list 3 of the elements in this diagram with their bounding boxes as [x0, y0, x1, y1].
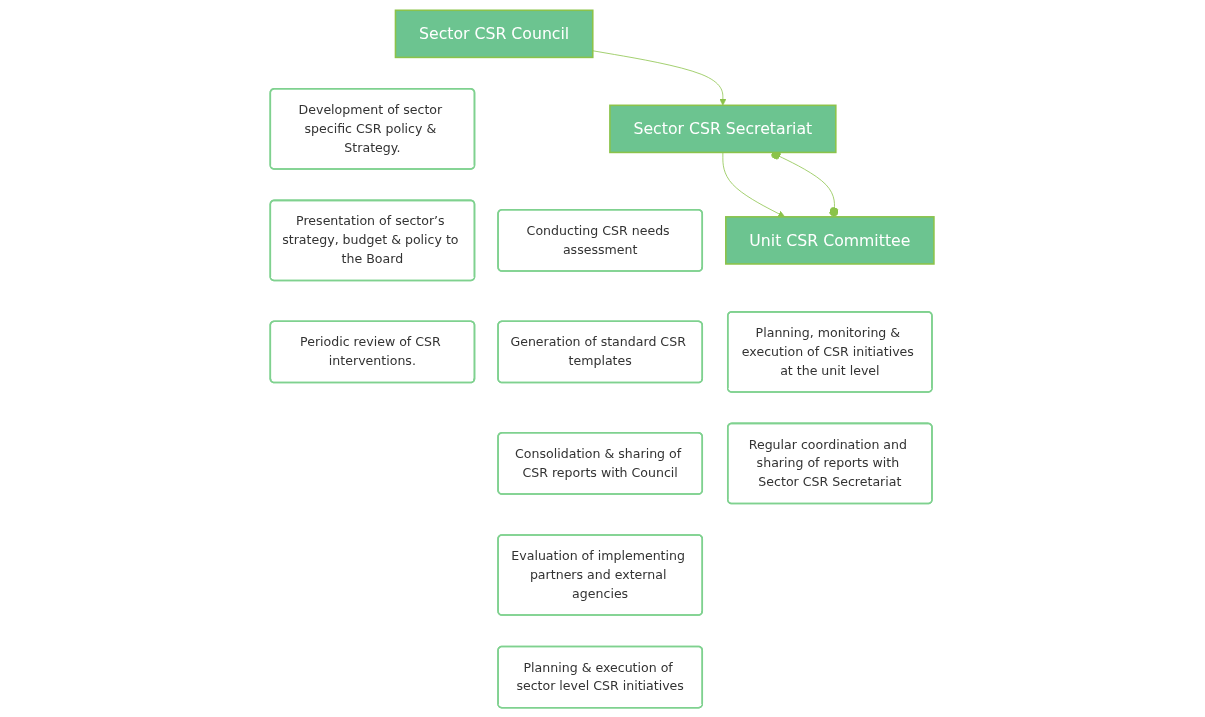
node-box: Sector CSR Secretariat	[609, 104, 837, 153]
node-box: Sector CSR Council	[395, 9, 594, 58]
node-box: Unit CSR Committee	[725, 215, 936, 265]
